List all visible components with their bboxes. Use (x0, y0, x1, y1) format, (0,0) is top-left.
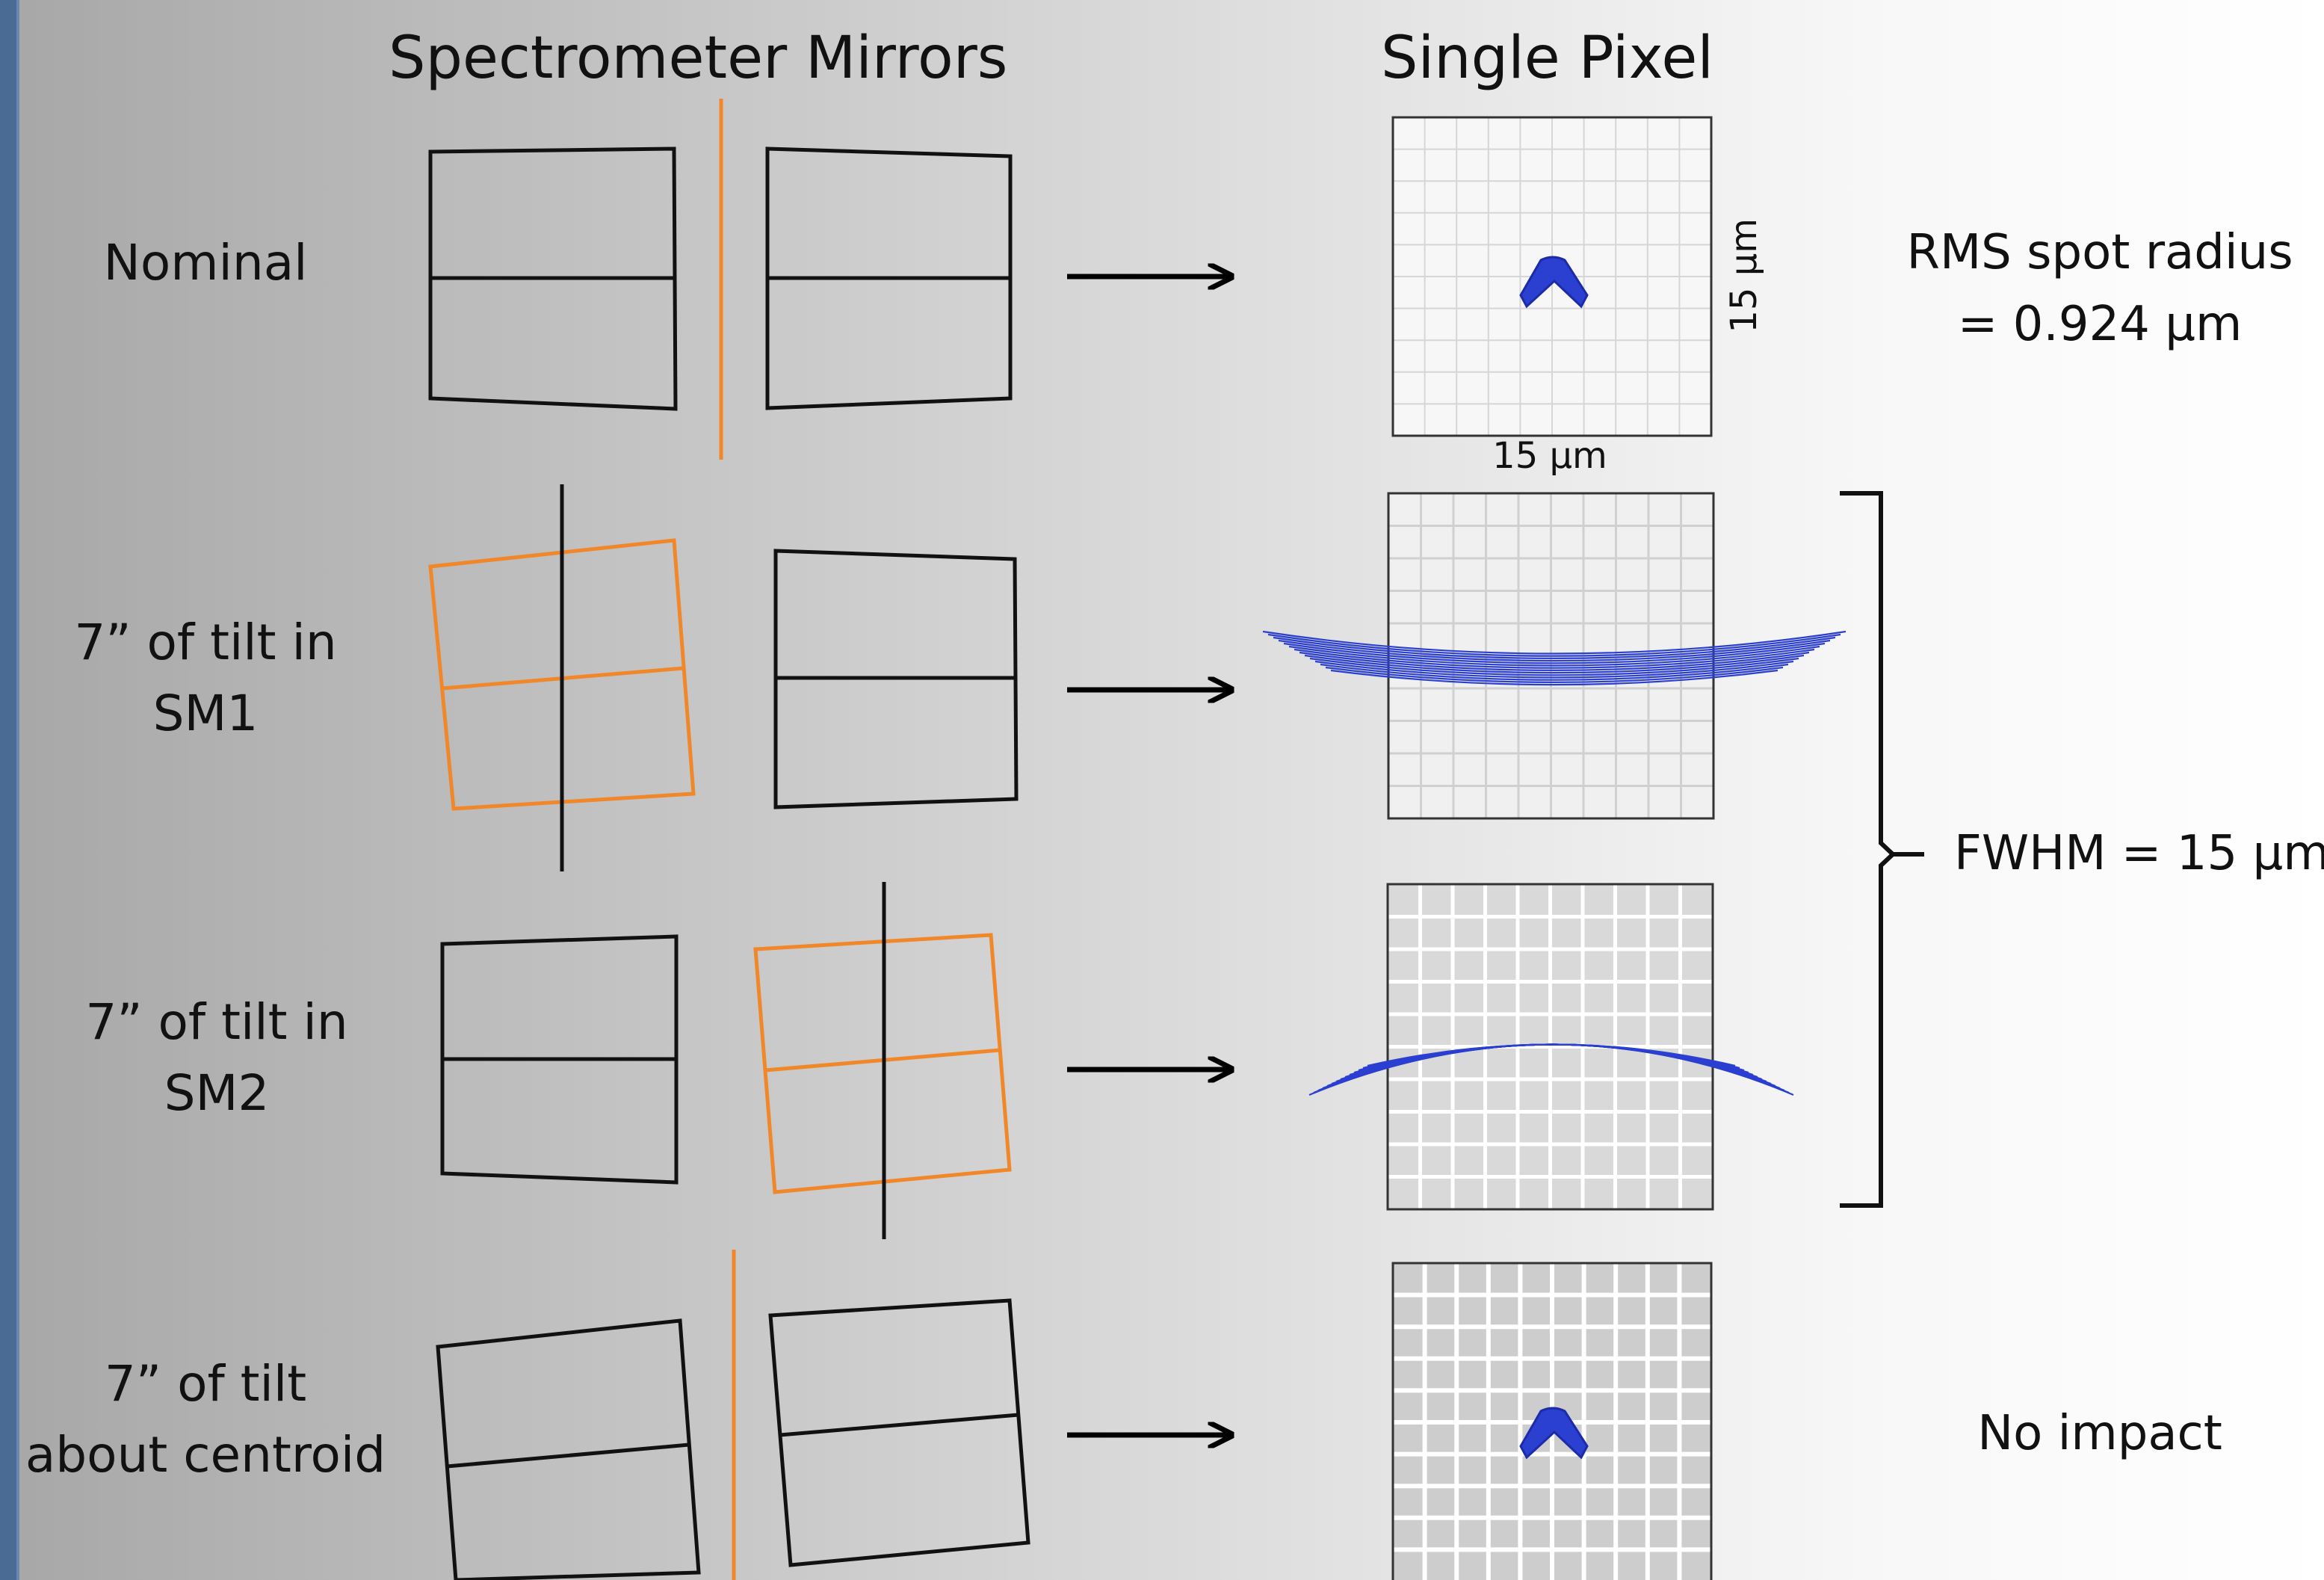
row-label-sm2-line2: SM2 (164, 1064, 270, 1122)
spot-sm1-ray-arc (1304, 654, 1805, 674)
pixel-grid-nominal (1391, 116, 1713, 437)
spot-nominal-chevron (1519, 256, 1589, 309)
centroid-sm1-mirror (436, 1318, 701, 1580)
pixel-frame-border (1391, 1262, 1713, 1580)
spot-sm2-smear (1308, 1043, 1794, 1096)
nominal-mirror-pair (428, 99, 1013, 460)
pixel-frame-border (1386, 883, 1714, 1211)
spot-sm1-ray-arc (1309, 657, 1799, 676)
result-rms-line1: RMS spot radius (1906, 225, 2293, 280)
sm1-tilted-mirror (428, 538, 696, 811)
result-no-impact: No impact (1977, 1406, 2222, 1461)
left-accent-bar (0, 0, 19, 1580)
sm2-row-sm1-mirror (440, 934, 679, 1185)
spot-sm1-ray-arc (1320, 663, 1789, 681)
spot-sm2-ray-arc (1367, 1043, 1736, 1067)
spot-sm1-ray-arc (1330, 669, 1778, 686)
row-label-centroid-line1: 7” of tilt (104, 1355, 307, 1413)
spot-sm1-ray-arc (1299, 651, 1810, 671)
result-fwhm: FWHM = 15 µm (1954, 826, 2324, 881)
sm2-tilted-mirror (753, 933, 1012, 1194)
pixel-frame-border (1391, 116, 1713, 437)
heading-spectrometer-mirrors: Spectrometer Mirrors (389, 25, 1008, 92)
sm1-row-sm2-mirror (773, 549, 1019, 809)
tilt-group-bracket (1840, 491, 1897, 1208)
spot-nominal (1519, 256, 1589, 309)
row-label-sm2-line1: 7” of tilt in (85, 993, 348, 1051)
spot-sm1-smear (1262, 630, 1846, 686)
arrows (1067, 277, 1231, 1435)
spot-sm1-ray-arc (1262, 630, 1846, 655)
centroid-sm1-divider (446, 1442, 690, 1469)
pixel-x-axis-label: 15 µm (1492, 435, 1607, 477)
row-label-sm1-line2: SM1 (152, 685, 259, 742)
centroid-sm2-divider (779, 1413, 1019, 1437)
spot-sm1-ray-arc (1267, 633, 1841, 657)
sm1-tilt-mirror-pair (428, 484, 1019, 871)
pixel-y-axis-label: 15 µm (1723, 217, 1766, 333)
spot-centroid-chevron (1519, 1407, 1589, 1460)
spot-sm1-ray-arc (1278, 639, 1831, 662)
row-label-sm1-line1: 7” of tilt in (74, 614, 337, 671)
spot-sm1-ray-arc (1283, 642, 1826, 664)
centroid-tilt-mirror-pair (436, 1250, 1030, 1580)
row-label-centroid-line2: about centroid (25, 1426, 386, 1484)
centroid-sm2-mirror (768, 1298, 1030, 1567)
spot-sm1-ray-arc (1325, 666, 1784, 683)
spot-centroid (1519, 1407, 1589, 1460)
spot-sm1-ray-arc (1288, 645, 1820, 667)
spot-sm1-ray-arc (1314, 660, 1794, 679)
nominal-sm1-mirror (428, 146, 678, 411)
pixel-grid-sm2 (1386, 883, 1714, 1211)
spot-sm1-ray-arc (1294, 648, 1815, 669)
nominal-sm2-mirror (765, 146, 1013, 410)
row-label-nominal: Nominal (103, 234, 308, 291)
heading-single-pixel: Single Pixel (1381, 25, 1713, 92)
spot-sm1-ray-arc (1273, 636, 1836, 659)
result-rms-line2: = 0.924 µm (1957, 297, 2243, 352)
sm2-tilt-mirror-pair (440, 882, 1012, 1239)
